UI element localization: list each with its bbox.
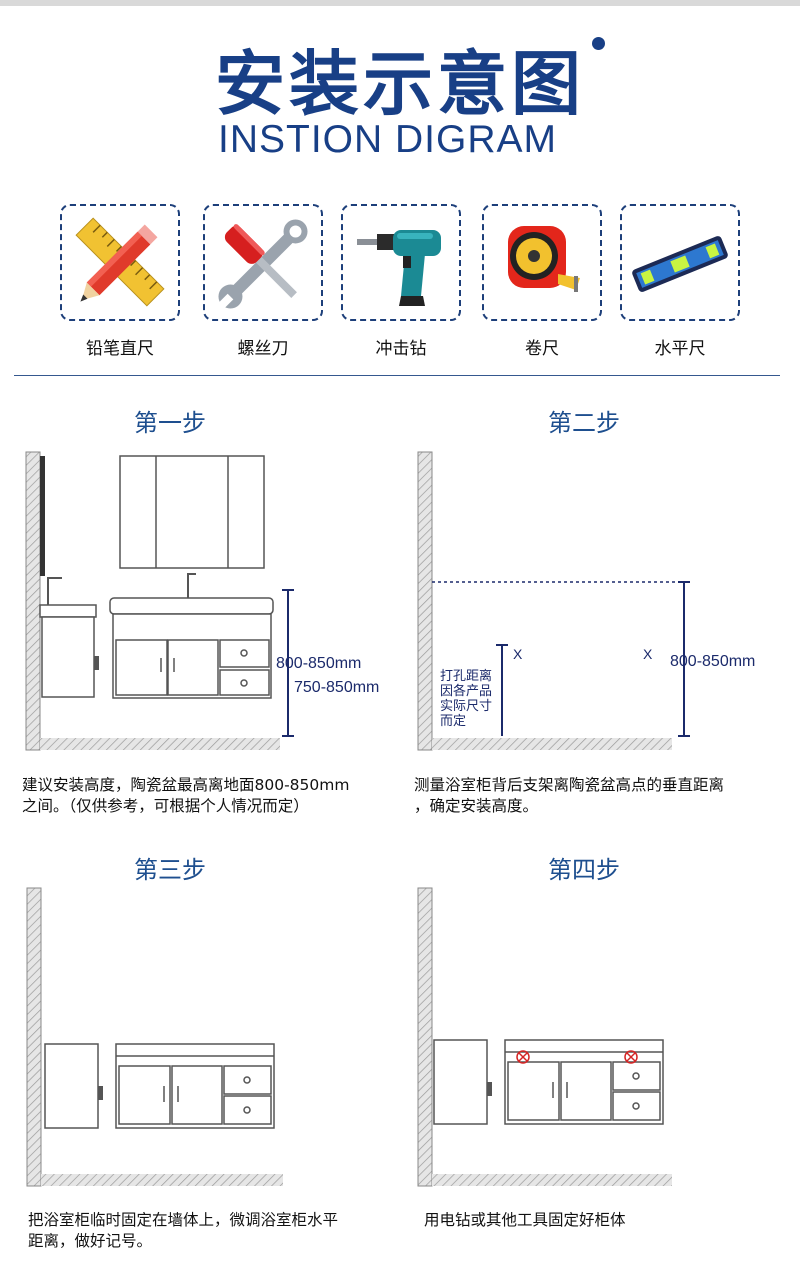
tool-label-pencil-ruler: 铅笔直尺 bbox=[86, 339, 154, 359]
step-3-diagram bbox=[26, 887, 283, 1187]
tool-card-impact-drill bbox=[341, 204, 461, 321]
wall bbox=[26, 887, 42, 1187]
vanity-cabinet bbox=[115, 1043, 275, 1129]
tool-card-screwdriver-wrench bbox=[203, 204, 323, 321]
step-4-description: 用电钻或其他工具固定好柜体 bbox=[424, 1210, 626, 1231]
mirror-cabinet bbox=[119, 455, 265, 569]
impact-drill-icon bbox=[357, 230, 441, 306]
wall bbox=[417, 887, 433, 1187]
step-4-title: 第四步 bbox=[548, 856, 620, 884]
spirit-level-icon bbox=[632, 236, 728, 292]
step-3-description: 把浴室柜临时固定在墙体上，微调浴室柜水平 距离，做好记号。 bbox=[28, 1210, 338, 1252]
tool-card-pencil-ruler bbox=[60, 204, 180, 321]
side-faucet bbox=[47, 577, 62, 605]
side-handle bbox=[487, 1082, 492, 1096]
step-3-desc-line-2: 距离，做好记号。 bbox=[28, 1232, 153, 1250]
tape-measure-icon bbox=[508, 226, 580, 292]
height-dimension-line bbox=[678, 581, 690, 737]
step-1-measure-1: 800-850mm bbox=[276, 655, 361, 672]
pencil-ruler-icon bbox=[75, 217, 165, 307]
x-marker-right: X bbox=[643, 646, 653, 662]
step-1-description: 建议安装高度，陶瓷盆最高离地面800-850mm 之间。（仅供参考，可根据个人情… bbox=[22, 775, 349, 817]
tool-card-spirit-level bbox=[620, 204, 740, 321]
vanity-cabinet bbox=[504, 1039, 664, 1125]
wall bbox=[25, 451, 41, 751]
side-cabinet bbox=[44, 1043, 99, 1129]
x-marker-left: X bbox=[513, 646, 523, 662]
tool-label-tape-measure: 卷尺 bbox=[525, 339, 559, 359]
top-divider-bar bbox=[0, 0, 800, 6]
step-1-diagram: 800-850mm 750-850mm bbox=[25, 451, 379, 751]
drill-mark-right bbox=[624, 1050, 638, 1064]
step-4-diagram bbox=[417, 887, 672, 1187]
title-dot bbox=[592, 37, 605, 50]
basin-top bbox=[109, 597, 274, 615]
step-4-desc-line-1: 用电钻或其他工具固定好柜体 bbox=[424, 1211, 626, 1229]
drill-note-line-3: 实际尺寸 bbox=[440, 699, 492, 714]
step-2-measure: 800-850mm bbox=[670, 653, 755, 670]
tool-label-screwdriver: 螺丝刀 bbox=[237, 339, 289, 359]
screwdriver-wrench-icon bbox=[217, 219, 308, 310]
step-2-desc-line-1: 测量浴室柜背后支架离陶瓷盆高点的垂直距离 bbox=[414, 776, 725, 794]
step-1-desc-line-2: 之间。（仅供参考，可根据个人情况而定） bbox=[22, 797, 309, 815]
step-3-desc-line-1: 把浴室柜临时固定在墙体上，微调浴室柜水平 bbox=[28, 1211, 339, 1229]
floor bbox=[432, 738, 672, 750]
tool-card-tape-measure bbox=[482, 204, 602, 321]
tool-label-spirit-level: 水平尺 bbox=[654, 339, 706, 359]
step-3-title: 第三步 bbox=[134, 856, 206, 884]
side-handle bbox=[94, 656, 99, 670]
wall bbox=[417, 451, 433, 751]
floor bbox=[40, 738, 280, 750]
step-1-desc-line-1: 建议安装高度，陶瓷盆最高离地面800-850mm bbox=[22, 776, 350, 794]
side-mirror bbox=[40, 456, 45, 576]
step-2-title: 第二步 bbox=[548, 409, 620, 437]
step-2-description: 测量浴室柜背后支架离陶瓷盆高点的垂直距离 ，确定安装高度。 bbox=[414, 775, 724, 817]
drill-note-line-4: 而定 bbox=[440, 714, 466, 729]
tool-label-impact-drill: 冲击钻 bbox=[375, 339, 427, 359]
side-cabinet bbox=[41, 616, 95, 698]
floor bbox=[432, 1174, 672, 1186]
side-basin bbox=[39, 604, 97, 618]
dimension-line-1 bbox=[282, 589, 294, 737]
page-title: 安装示意图 bbox=[215, 43, 585, 125]
side-cabinet bbox=[433, 1039, 488, 1125]
section-divider bbox=[14, 375, 780, 376]
step-2-desc-line-2: ，确定安装高度。 bbox=[414, 797, 539, 815]
drill-note-line-1: 打孔距离 bbox=[440, 668, 492, 684]
vanity-cabinet bbox=[112, 613, 272, 699]
drill-mark-left bbox=[516, 1050, 530, 1064]
step-1-measure-2: 750-850mm bbox=[294, 679, 379, 696]
floor bbox=[41, 1174, 283, 1186]
side-handle bbox=[98, 1086, 103, 1100]
step-2-diagram: X X 800-850mm 打孔距离 因各产品 实际尺寸 而定 bbox=[417, 451, 755, 751]
drill-note-line-2: 因各产品 bbox=[440, 683, 492, 699]
drill-distance-line bbox=[496, 644, 508, 736]
step-1-title: 第一步 bbox=[134, 409, 206, 437]
page-subtitle: INSTION DIGRAM bbox=[217, 118, 557, 161]
